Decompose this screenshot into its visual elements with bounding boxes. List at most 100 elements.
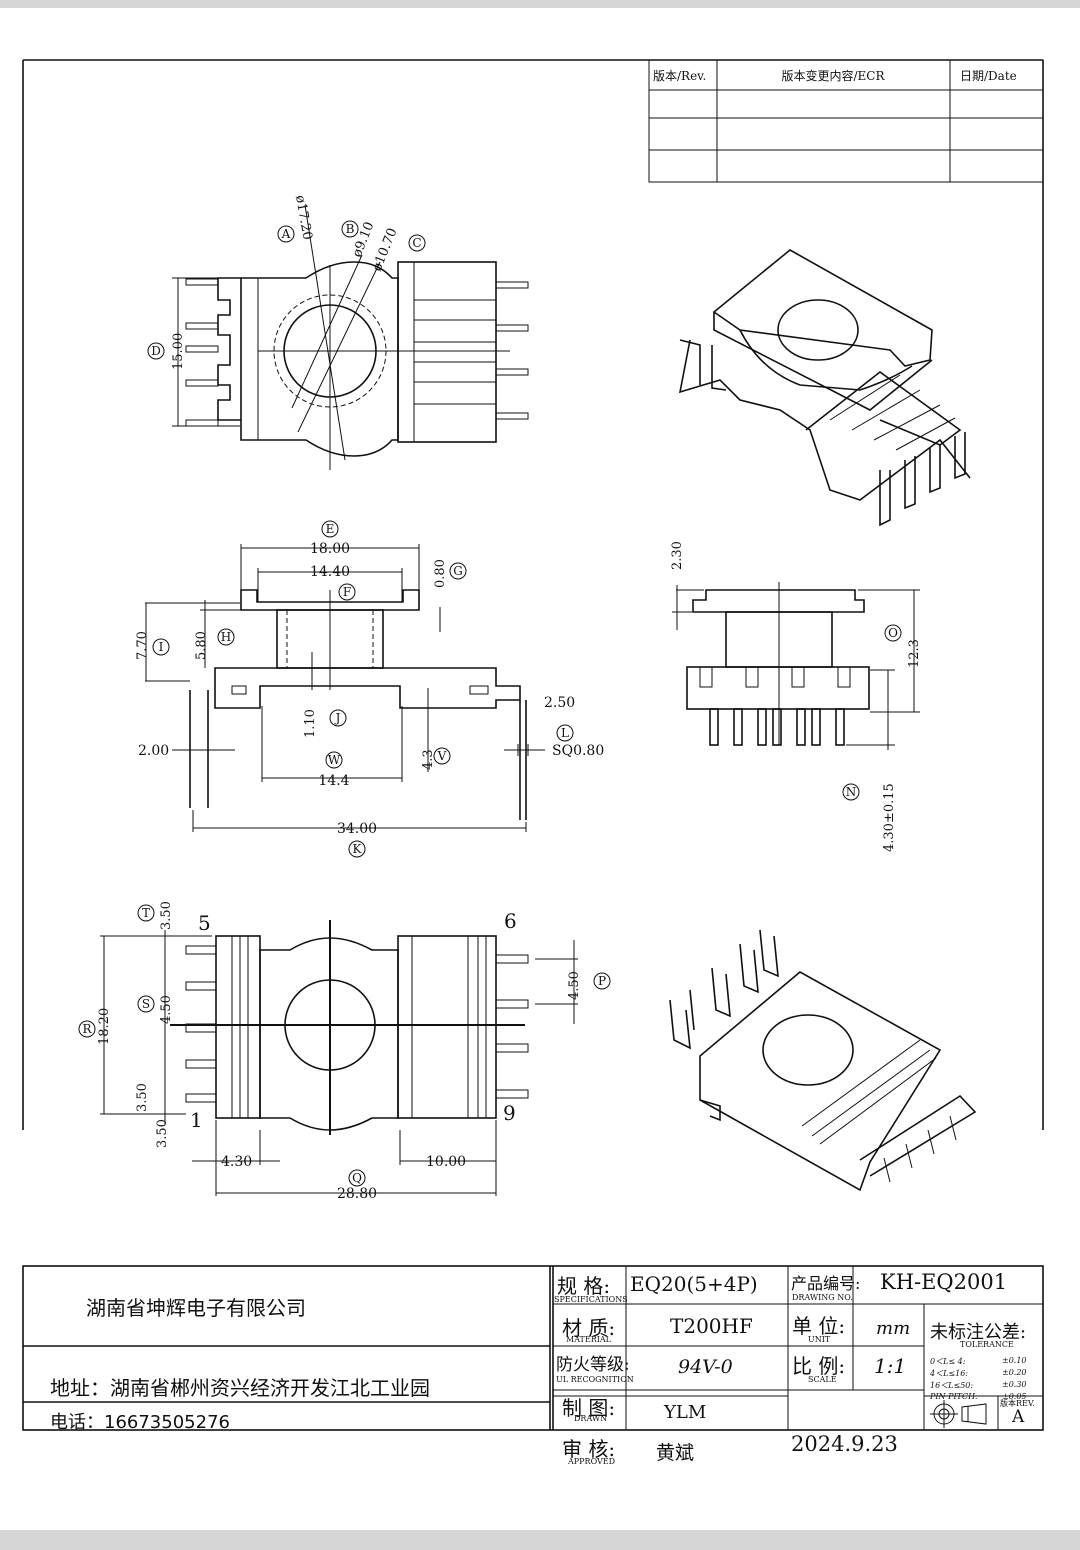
dim-k-value: 34.00 [337, 821, 377, 837]
spec-label: 规 格: [557, 1274, 611, 1298]
dim-q-label: Q [352, 1171, 362, 1185]
dim-d-label: D [151, 344, 161, 358]
dim-c-label: C [412, 236, 421, 250]
dim-d-value: 15.00 [171, 333, 186, 370]
dim-i-value: 7.70 [135, 631, 150, 660]
dim-h-label: H [221, 630, 231, 644]
dim-o-value: 12.3 [907, 639, 922, 668]
dim-e-label: E [326, 522, 335, 536]
tolerance-title: 未标注公差: [930, 1322, 1027, 1343]
drawn-value: YLM [664, 1402, 707, 1423]
product-label: 产品编号: [791, 1274, 861, 1293]
dim-j-value: 1.10 [303, 709, 318, 738]
revision-table: 版本/Rev. 版本变更内容/ECR 日期/Date [648, 59, 1044, 183]
material-value: T200HF [670, 1314, 753, 1338]
ecr-header: 版本变更内容/ECR [781, 68, 885, 83]
side-view-dims: E 18.00 14.40 F 0.80 G 7.70 I 5.80 H 1.1… [135, 520, 604, 858]
dim-g-label: G [453, 564, 463, 578]
side-view [145, 544, 545, 832]
company-address: 地址：湖南省郴州资兴经济开发江北工业园 [50, 1376, 430, 1400]
material-sub: MATERIAL [566, 1335, 611, 1344]
scale-sub: SCALE [808, 1375, 837, 1384]
iso-view-bottom [669, 929, 977, 1192]
fire-sub: UL RECOGNITION [556, 1375, 634, 1384]
tolerance-value-2: ±0.30 [1002, 1380, 1027, 1389]
dim-b-label: B [346, 222, 355, 236]
dim-pin-offset: 2.50 [544, 695, 575, 711]
pin-9: 9 [503, 1101, 516, 1125]
dim-w-label: W [328, 753, 341, 767]
dim-f-value: 14.40 [310, 564, 350, 580]
drawn-sub: DRAWN [574, 1414, 608, 1423]
dim-right-value: 10.00 [426, 1154, 466, 1170]
rev-value: A [1012, 1407, 1025, 1427]
dim-f-label: F [343, 585, 351, 599]
dim-s-label: S [142, 997, 150, 1011]
dim-top-value: 2.30 [670, 541, 685, 570]
top-view [172, 204, 529, 470]
bottom-view [100, 920, 578, 1196]
rev-header: 版本/Rev. [653, 69, 706, 83]
dim-l-label: L [561, 726, 569, 740]
dim-r-value: 18.20 [97, 1008, 112, 1045]
dim-k-label: K [353, 842, 363, 856]
company-name: 湖南省坤辉电子有限公司 [86, 1296, 306, 1320]
dim-j-label: J [334, 711, 341, 725]
dim-t-value: 3.50 [159, 901, 174, 930]
spec-value: EQ20(5+4P) [630, 1272, 758, 1296]
company-phone: 电话：16673505276 [50, 1412, 230, 1433]
fire-value: 94V-0 [678, 1356, 733, 1378]
pin-6: 6 [504, 909, 517, 933]
unit-label: 单 位: [792, 1314, 846, 1338]
product-sub: DRAWING NO. [792, 1293, 853, 1302]
dim-a-label: A [281, 227, 291, 241]
approved-value: 黄斌 [656, 1442, 695, 1464]
dim-t-label: T [142, 906, 150, 920]
dim-r-label: R [82, 1022, 92, 1036]
pin-1: 1 [190, 1108, 203, 1132]
front-view-dims: 2.30 O 12.3 N 4.30±0.15 [670, 541, 922, 852]
dim-v-label: V [437, 749, 447, 763]
rev-label: 版本REV. [1000, 1399, 1035, 1408]
dim-i-label: I [159, 640, 164, 654]
date-header: 日期/Date [960, 69, 1017, 83]
dim-a-value: ø17.20 [292, 194, 315, 241]
tolerance-range-1: 4＜L≤16: [930, 1369, 968, 1378]
dim-l-value: SQ0.80 [552, 743, 604, 759]
top-bar [0, 0, 1080, 8]
dim-p-value: 4.50 [567, 971, 582, 1000]
scale-value: 1:1 [874, 1354, 907, 1378]
unit-value: mm [876, 1318, 911, 1339]
drawn-label: 制 图: [562, 1396, 616, 1420]
tolerance-value-3: ±0.05 [1002, 1392, 1027, 1401]
dim-s-value: 4.50 [159, 995, 174, 1024]
dim-left-offset: 2.00 [138, 743, 169, 759]
dim-n-label: N [846, 785, 857, 799]
unit-sub: UNIT [808, 1335, 831, 1344]
dim-p-label: P [598, 974, 606, 988]
tolerance-range-3: PIN PITCH: [930, 1392, 978, 1401]
dim-pitch-a: 3.50 [135, 1083, 150, 1112]
top-view-dims: A ø17.20 B ø9.10 C ø10.70 D 15.00 [147, 194, 426, 370]
bottom-view-dims: 5 6 1 9 T 3.50 R 18.20 S 4.50 3.50 3.50 … [78, 901, 611, 1202]
tolerance-sub: TOLERANCE [960, 1340, 1014, 1349]
product-value: KH-EQ2001 [880, 1270, 1008, 1294]
date-value: 2024.9.23 [791, 1432, 898, 1456]
dim-left-value: 4.30 [221, 1154, 252, 1170]
dim-q-value: 28.80 [337, 1186, 377, 1202]
pin-5: 5 [198, 911, 211, 935]
dim-pitch-b: 3.50 [155, 1119, 170, 1148]
dim-g-value: 0.80 [433, 559, 448, 588]
dim-n-value: 4.30±0.15 [882, 783, 897, 852]
material-label: 材 质: [562, 1316, 616, 1340]
tolerance-value-0: ±0.10 [1002, 1356, 1027, 1365]
tolerance-value-1: ±0.20 [1002, 1368, 1027, 1377]
dim-h-value: 5.80 [194, 631, 209, 660]
spec-sub: SPECIFICATIONS [554, 1295, 628, 1304]
approved-sub: APPROVED [568, 1457, 616, 1466]
fire-label: 防火等级: [556, 1355, 630, 1375]
tolerance-range-2: 16＜L≤50: [930, 1381, 974, 1390]
dim-e-value: 18.00 [310, 541, 350, 557]
dim-c-value: ø10.70 [370, 226, 401, 273]
